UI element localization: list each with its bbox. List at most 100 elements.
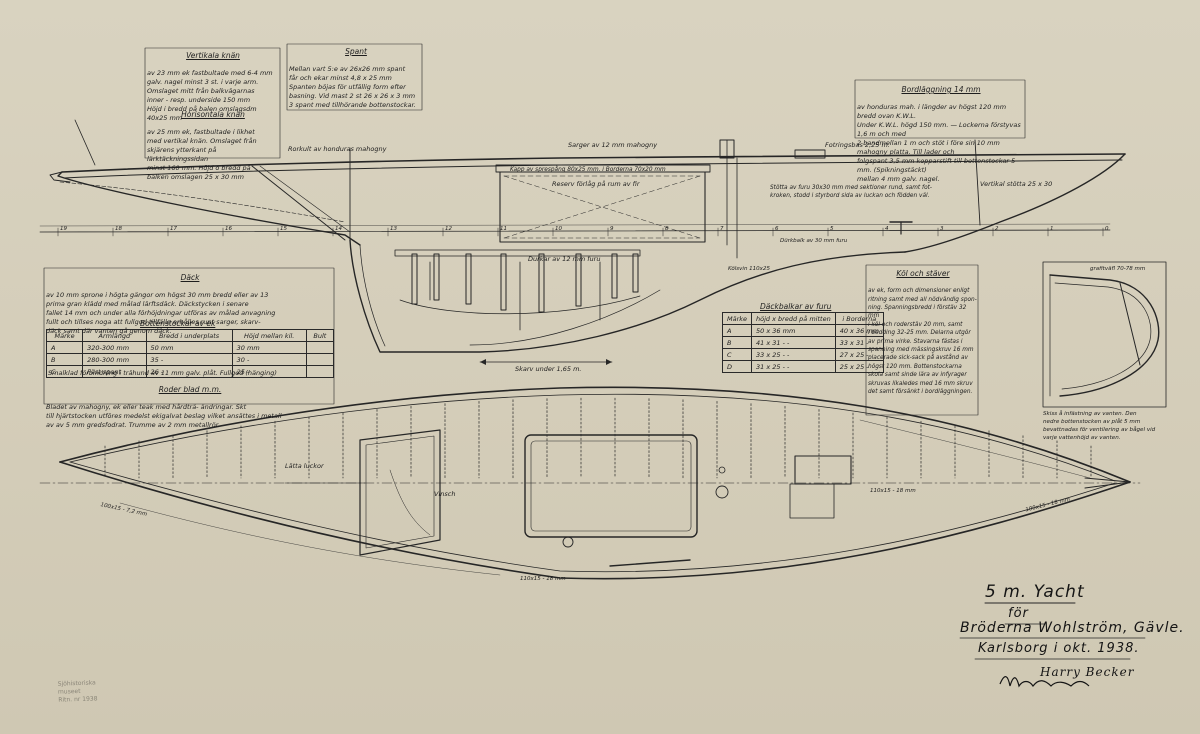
table-cell xyxy=(305,365,335,378)
bottenstockar-footer: Smalklad förbindning i trähund av 11 mm … xyxy=(48,369,277,377)
label-section: grafitväfl 70-78 mm xyxy=(1090,266,1146,272)
station-number: 16 xyxy=(225,226,232,232)
station-number: 19 xyxy=(60,226,67,232)
note-heading: Horisontala knän xyxy=(181,110,245,119)
note-heading: Vertikala knän xyxy=(186,51,240,60)
station-number: 9 xyxy=(610,226,614,232)
title-for: för xyxy=(1008,606,1029,621)
title-place-date: Karlsborg i okt. 1938. xyxy=(978,641,1140,656)
table-cell: B xyxy=(721,336,753,349)
dackbalkar-title: Däckbalkar av furu xyxy=(760,302,832,311)
table-header-cell: Märke xyxy=(45,329,84,342)
table-cell: 50 mm xyxy=(145,341,233,354)
note-roder: Roder blad m.m. Bladet av mahogny, ek el… xyxy=(46,376,334,430)
label-vinsch: Vinsch xyxy=(434,490,456,498)
table-cell xyxy=(305,341,335,354)
table-cell: C xyxy=(721,348,753,361)
label-durkar: Durkar av 12 mm furu xyxy=(528,255,601,263)
note-skiss: Skiss å infästning av vanten. Den nedre … xyxy=(1043,411,1156,441)
table-cell: 35 - xyxy=(145,353,233,366)
note-horisontala-knan: Horisontala knän av 25 mm ek, fastbultad… xyxy=(147,101,279,182)
table-cell: D xyxy=(721,360,753,373)
note-vertikala-knan: Vertikala knän av 23 mm ek fastbultade m… xyxy=(147,42,279,123)
table-cell: 30 - xyxy=(231,353,307,366)
station-number: 17 xyxy=(170,226,177,232)
table-cell: 40 x 36 mm xyxy=(834,324,884,337)
label-kolstav: Kölsvin 110x25 xyxy=(728,266,770,272)
table-cell: 280-300 mm xyxy=(82,353,147,366)
table-cell: Fäst spant xyxy=(82,365,147,378)
note-heading: Däck xyxy=(180,273,200,282)
label-fotringa: Fotringsbas 2,25 m. xyxy=(825,141,890,149)
label-durkbalk: Dürkbalk av 30 mm furu xyxy=(780,238,848,244)
archive-stamp: Sjöhistoriska museet Ritn. nr 1938 xyxy=(57,679,98,704)
hull-plan xyxy=(39,386,1141,580)
signature-mark xyxy=(999,676,1090,688)
station-number: 10 xyxy=(555,226,562,232)
table-header-cell: höjd x bredd på mitten xyxy=(751,312,836,325)
table-cell: 30 mm xyxy=(231,341,307,354)
station-number: 0 xyxy=(1105,226,1109,232)
title-signature: Harry Becker xyxy=(1040,665,1135,679)
note-heading: Roder blad m.m. xyxy=(158,385,222,394)
station-number: 8 xyxy=(665,226,669,232)
station-number: 7 xyxy=(720,226,724,232)
note-body: av honduras mah. i längder av högst 120 … xyxy=(857,103,1021,183)
table-cell: 33 x 31 - xyxy=(834,336,884,349)
table-header-cell: Bult xyxy=(305,329,335,342)
table-header-cell: Höjd mellan kil. xyxy=(231,329,307,342)
note-body: Mellan vart 5:e av 26x26 mm spant får oc… xyxy=(289,65,416,109)
floor-timbers xyxy=(411,253,639,313)
label-kockpit-1: Kapp av sprespång 80x25 mm. i Borderna 7… xyxy=(510,167,666,173)
table-cell: 320-300 mm xyxy=(82,341,147,354)
note-heading: Köl och stäver xyxy=(896,269,950,279)
label-stotta-note: Stötta av furu 30x30 mm med sektioner ru… xyxy=(770,185,933,199)
label-skarv: Skarv under 1,65 m. xyxy=(515,365,582,373)
title-yacht: 5 m. Yacht xyxy=(985,582,1085,602)
table-cell: 31 x 25 - - xyxy=(751,360,836,373)
label-rorkult: Rorkult av honduras mahogny xyxy=(288,145,387,153)
table-header-cell: Märke xyxy=(721,312,753,325)
station-number: 13 xyxy=(390,226,397,232)
station-number: 2 xyxy=(995,226,999,232)
table-cell: A xyxy=(721,324,753,337)
section-detail xyxy=(1042,261,1167,408)
table-cell: 50 x 36 mm xyxy=(751,324,836,337)
table-cell: B xyxy=(45,353,84,366)
station-number: 4 xyxy=(885,226,889,232)
title-client: Bröderna Wohlström, Gävle. xyxy=(960,620,1185,636)
table-header-cell: i Borderna xyxy=(834,312,884,325)
table-cell: 41 x 31 - - xyxy=(751,336,836,349)
table-cell: 25 x 25 - xyxy=(834,360,884,373)
station-number: 15 xyxy=(280,226,287,232)
note-body: av 23 mm ek fastbultade med 6-4 mm galv.… xyxy=(147,69,273,122)
table-cell: 26 - xyxy=(145,365,233,378)
table-cell xyxy=(305,353,335,366)
station-number: 11 xyxy=(500,226,507,232)
note-heading: Spant xyxy=(345,47,367,56)
table-header-cell: Armlängd xyxy=(82,329,147,342)
station-number: 1 xyxy=(1050,226,1054,232)
table-cell: A xyxy=(45,341,84,354)
note-heading: Bordläggning 14 mm xyxy=(901,85,981,94)
note-spant: Spant Mellan vart 5:e av 26x26 mm spant … xyxy=(289,38,423,110)
hull-profile xyxy=(39,119,1126,365)
note-body: Bladet av mahogny, ek eller teak med hår… xyxy=(46,403,282,429)
label-dim-3: 110x15 - 18 mm xyxy=(870,488,916,494)
note-kol-och-staver: Köl och stäver av ek, form och dimension… xyxy=(868,262,978,397)
label-kockpit-2: Reserv förlåg på rum av fir xyxy=(552,180,640,188)
table-cell: 27 x 25 - xyxy=(834,348,884,361)
station-number: 5 xyxy=(830,226,834,232)
label-vertikal-stotta: Vertikal stötta 25 x 30 xyxy=(980,180,1053,188)
table-header-cell: Bredd i underplats xyxy=(145,329,233,342)
